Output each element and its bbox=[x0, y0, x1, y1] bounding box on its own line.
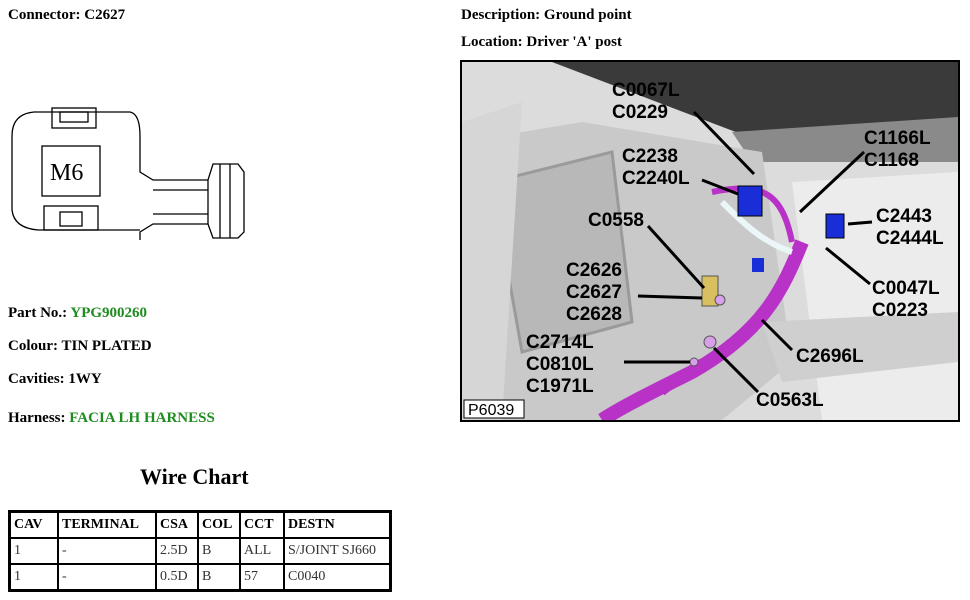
svg-text:C2626: C2626 bbox=[566, 260, 622, 281]
colour-label: Colour: bbox=[8, 338, 58, 354]
cell-csa: 0.5D bbox=[155, 563, 199, 592]
svg-text:C2238: C2238 bbox=[622, 146, 678, 167]
colour-line: Colour: TIN PLATED bbox=[8, 338, 152, 355]
location-label: Location: bbox=[461, 34, 523, 50]
harness-link[interactable]: FACIA LH HARNESS bbox=[69, 410, 215, 426]
svg-text:C1168: C1168 bbox=[864, 150, 919, 171]
header-terminal: TERMINAL bbox=[57, 510, 157, 539]
header-csa: CSA bbox=[155, 510, 199, 539]
svg-text:C2696L: C2696L bbox=[796, 346, 864, 367]
cavities-value: 1WY bbox=[68, 371, 102, 387]
cell-destn: S/JOINT SJ660 bbox=[283, 537, 392, 565]
svg-text:C2444L: C2444L bbox=[876, 228, 944, 249]
cell-cct: 57 bbox=[239, 563, 285, 592]
wire-chart-table: CAV TERMINAL CSA COL CCT DESTN 1 - 2.5D … bbox=[8, 510, 392, 592]
cell-csa: 2.5D bbox=[155, 537, 199, 565]
header-destn: DESTN bbox=[283, 510, 392, 539]
header-cct: CCT bbox=[239, 510, 285, 539]
location-photo-svg: C0067L C0229 C1166L C1168 C2238 C2240L C… bbox=[462, 62, 958, 420]
harness-label: Harness: bbox=[8, 410, 66, 426]
svg-text:C0558: C0558 bbox=[588, 210, 644, 231]
drawing-text: M6 bbox=[50, 160, 83, 186]
location-value: Driver 'A' post bbox=[526, 34, 622, 50]
location-photo: C0067L C0229 C1166L C1168 C2238 C2240L C… bbox=[460, 60, 960, 422]
description-value: Ground point bbox=[543, 7, 632, 23]
description-line: Description: Ground point bbox=[461, 7, 632, 24]
wire-chart-title: Wire Chart bbox=[140, 464, 249, 489]
svg-text:C2714L: C2714L bbox=[526, 332, 594, 353]
cell-cct: ALL bbox=[239, 537, 285, 565]
svg-text:C0067L: C0067L bbox=[612, 80, 680, 101]
svg-text:C1166L: C1166L bbox=[864, 128, 931, 149]
svg-text:C2240L: C2240L bbox=[622, 168, 690, 189]
description-label: Description: bbox=[461, 7, 541, 23]
callout-c2443: C2443 C2444L bbox=[876, 206, 944, 249]
connector-label: Connector: bbox=[8, 7, 81, 23]
svg-text:C0223: C0223 bbox=[872, 300, 928, 321]
svg-text:C1971L: C1971L bbox=[526, 376, 594, 397]
callout-c0067l: C0067L C0229 bbox=[612, 80, 680, 123]
callout-c0563l: C0563L bbox=[756, 390, 824, 411]
part-no-link[interactable]: YPG900260 bbox=[70, 305, 148, 321]
cell-terminal: - bbox=[57, 563, 157, 592]
callout-c0047l: C0047L C0223 bbox=[872, 278, 940, 321]
callout-c2626: C2626 C2627 C2628 bbox=[566, 260, 622, 325]
cell-col: B bbox=[197, 563, 241, 592]
part-no-label: Part No.: bbox=[8, 305, 68, 321]
cavities-label: Cavities: bbox=[8, 371, 65, 387]
callout-c1166l: C1166L C1168 bbox=[864, 128, 931, 171]
connector-heading: Connector: C2627 bbox=[8, 7, 125, 24]
cell-cav: 1 bbox=[8, 563, 59, 592]
callout-c2714l: C2714L C0810L C1971L bbox=[526, 332, 594, 397]
part-no-line: Part No.: YPG900260 bbox=[8, 305, 147, 322]
callout-c2238: C2238 C2240L bbox=[622, 146, 690, 189]
cell-destn: C0040 bbox=[283, 563, 392, 592]
table-row: 1 - 2.5D B ALL S/JOINT SJ660 bbox=[8, 537, 392, 565]
cell-cav: 1 bbox=[8, 537, 59, 565]
connector-drawing: M6 bbox=[11, 107, 245, 240]
svg-text:C0563L: C0563L bbox=[756, 390, 824, 411]
svg-text:C2628: C2628 bbox=[566, 304, 622, 325]
svg-text:C2627: C2627 bbox=[566, 282, 622, 303]
harness-line: Harness: FACIA LH HARNESS bbox=[8, 410, 215, 427]
table-row: 1 - 0.5D B 57 C0040 bbox=[8, 563, 392, 592]
svg-text:C0810L: C0810L bbox=[526, 354, 594, 375]
callout-c2696l: C2696L bbox=[796, 346, 864, 367]
photo-id-label: P6039 bbox=[468, 402, 514, 419]
cell-terminal: - bbox=[57, 537, 157, 565]
svg-text:C0229: C0229 bbox=[612, 102, 668, 123]
cell-col: B bbox=[197, 537, 241, 565]
cavities-line: Cavities: 1WY bbox=[8, 371, 102, 388]
location-line: Location: Driver 'A' post bbox=[461, 34, 622, 51]
callout-c0558: C0558 bbox=[588, 210, 644, 231]
header-col: COL bbox=[197, 510, 241, 539]
svg-text:C2443: C2443 bbox=[876, 206, 932, 227]
wire-chart-header-row: CAV TERMINAL CSA COL CCT DESTN bbox=[8, 510, 392, 539]
header-cav: CAV bbox=[8, 510, 59, 539]
connector-value: C2627 bbox=[84, 7, 126, 23]
colour-value: TIN PLATED bbox=[61, 338, 152, 354]
svg-text:C0047L: C0047L bbox=[872, 278, 940, 299]
